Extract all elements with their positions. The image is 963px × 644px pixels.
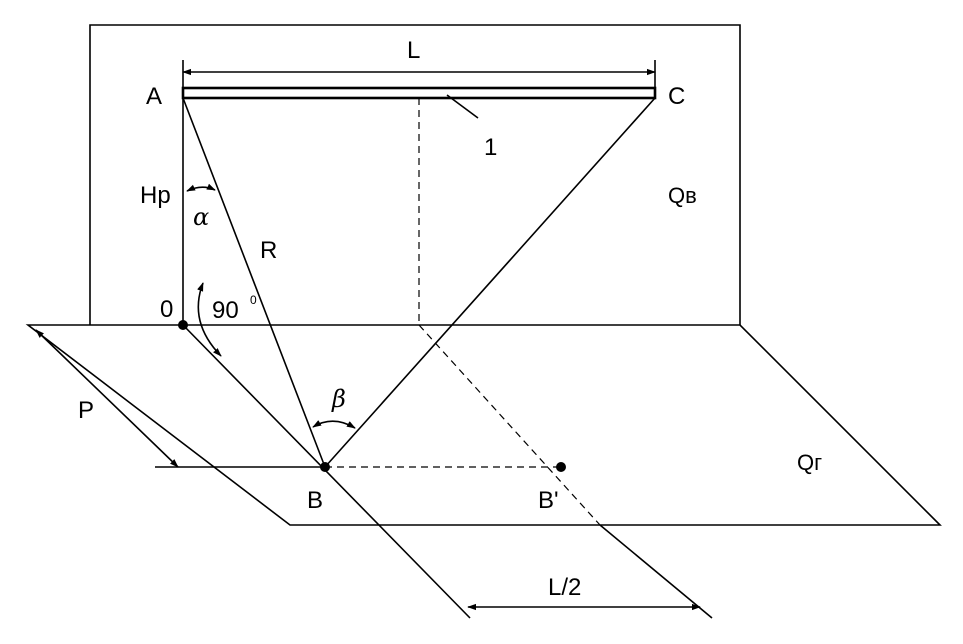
label-90-degree-sign: 0 — [250, 293, 257, 307]
dashed-center-projection — [418, 324, 601, 526]
label-beta: β — [331, 385, 346, 413]
label-hp: Hp — [140, 182, 171, 209]
beam-bar — [181, 86, 657, 100]
point-b — [320, 462, 330, 472]
point-0 — [178, 320, 188, 330]
line-bprime-extended — [599, 524, 713, 619]
label-c: C — [668, 83, 685, 110]
point-b-prime — [556, 462, 566, 472]
line-a-to-b — [182, 97, 326, 468]
right-angle-arc — [197, 282, 222, 357]
beta-arc — [312, 420, 356, 429]
label-qv: Qв — [668, 183, 697, 208]
vertical-plane-outline — [89, 24, 741, 325]
label-90: 90 — [212, 297, 239, 324]
label-p: P — [78, 397, 94, 424]
label-qg: Qг — [797, 450, 822, 475]
label-l-half: L/2 — [548, 574, 581, 601]
horizontal-plane-outline — [25, 324, 942, 526]
label-a: A — [146, 83, 162, 110]
label-alpha: α — [193, 203, 209, 231]
label-l: L — [407, 37, 420, 64]
label-b-prime: B' — [538, 487, 559, 514]
line-c-to-b — [324, 97, 656, 468]
p-dimension-line — [35, 329, 179, 468]
label-0: 0 — [160, 296, 173, 323]
beam-leader-line — [446, 94, 479, 119]
label-r: R — [260, 237, 277, 264]
label-b: B — [307, 487, 323, 514]
label-beam-1: 1 — [484, 134, 497, 161]
alpha-arc — [186, 183, 216, 192]
